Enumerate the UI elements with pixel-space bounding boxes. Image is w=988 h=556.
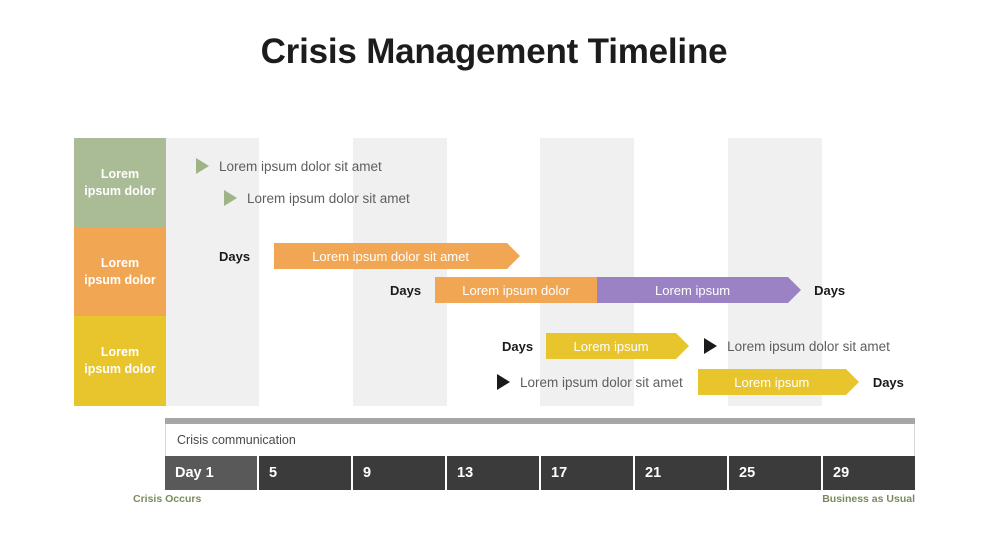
- play-triangle-icon: [224, 190, 237, 206]
- column-band-4: [728, 138, 822, 406]
- axis-top-bar: [165, 418, 915, 424]
- play-triangle-icon: [196, 158, 209, 174]
- axis-cell-7[interactable]: 29: [823, 456, 915, 490]
- axis-cell-5[interactable]: 21: [635, 456, 729, 490]
- timeline-row-4: Days Lorem ipsum dolor Lorem ipsum Days: [390, 276, 845, 304]
- yellow-arrow-bar[interactable]: Lorem ipsum: [546, 333, 690, 359]
- axis-cell-4[interactable]: 17: [541, 456, 635, 490]
- bar-label: Lorem ipsum dolor: [462, 282, 570, 298]
- bar-label: Lorem ipsum: [655, 282, 731, 298]
- days-label-left: Days: [219, 248, 251, 264]
- row-2-label: Lorem ipsum dolor sit amet: [247, 190, 410, 206]
- column-band-3: [540, 138, 634, 406]
- axis-cell-0[interactable]: Day 1: [165, 456, 259, 490]
- orange-arrow-bar[interactable]: Lorem ipsum dolor sit amet: [274, 243, 521, 269]
- purple-arrow-bar[interactable]: Lorem ipsum: [597, 277, 802, 303]
- bar-label: Lorem ipsum: [734, 374, 810, 390]
- page-title: Crisis Management Timeline: [260, 32, 728, 71]
- timeline-row-2: Lorem ipsum dolor sit amet: [224, 184, 410, 212]
- timeline-axis: Crisis communication Day 1 5 9 13 17 21 …: [165, 418, 915, 490]
- column-band-2: [353, 138, 447, 406]
- footer-label-left: Crisis Occurs: [133, 493, 202, 505]
- timeline-row-3: Days Lorem ipsum dolor sit amet: [219, 242, 521, 270]
- days-label-left: Days: [502, 338, 534, 354]
- timeline-row-6: Lorem ipsum dolor sit amet Lorem ipsum D…: [497, 368, 904, 396]
- days-label-right: Days: [872, 374, 904, 390]
- orange-segment-bar[interactable]: Lorem ipsum dolor: [435, 277, 598, 303]
- bar-label: Lorem ipsum dolor sit amet: [312, 248, 469, 264]
- axis-cell-1[interactable]: 5: [259, 456, 353, 490]
- footer-label-right: Business as Usual: [822, 493, 915, 505]
- column-band-1: [165, 138, 259, 406]
- timeline-row-1: Lorem ipsum dolor sit amet: [196, 152, 382, 180]
- days-label-right: Days: [814, 282, 846, 298]
- axis-cell-6[interactable]: 25: [729, 456, 823, 490]
- axis-cell-3[interactable]: 13: [447, 456, 541, 490]
- axis-cells: Day 1 5 9 13 17 21 25 29: [165, 456, 915, 490]
- crisis-communication-label: Crisis communication: [177, 433, 296, 447]
- bar-label: Lorem ipsum: [573, 338, 649, 354]
- crisis-communication-row: Crisis communication: [165, 424, 915, 456]
- row-1-label: Lorem ipsum dolor sit amet: [219, 158, 382, 174]
- row-5-label: Lorem ipsum dolor sit amet: [727, 338, 890, 354]
- timeline-row-5: Days Lorem ipsum Lorem ipsum dolor sit a…: [502, 332, 890, 360]
- axis-cell-2[interactable]: 9: [353, 456, 447, 490]
- play-triangle-icon: [497, 374, 510, 390]
- row-6-label: Lorem ipsum dolor sit amet: [520, 374, 683, 390]
- play-triangle-icon: [704, 338, 718, 354]
- yellow-arrow-bar[interactable]: Lorem ipsum: [697, 369, 859, 395]
- days-label-left: Days: [390, 282, 422, 298]
- footer-labels: Crisis Occurs Business as Usual: [133, 493, 915, 505]
